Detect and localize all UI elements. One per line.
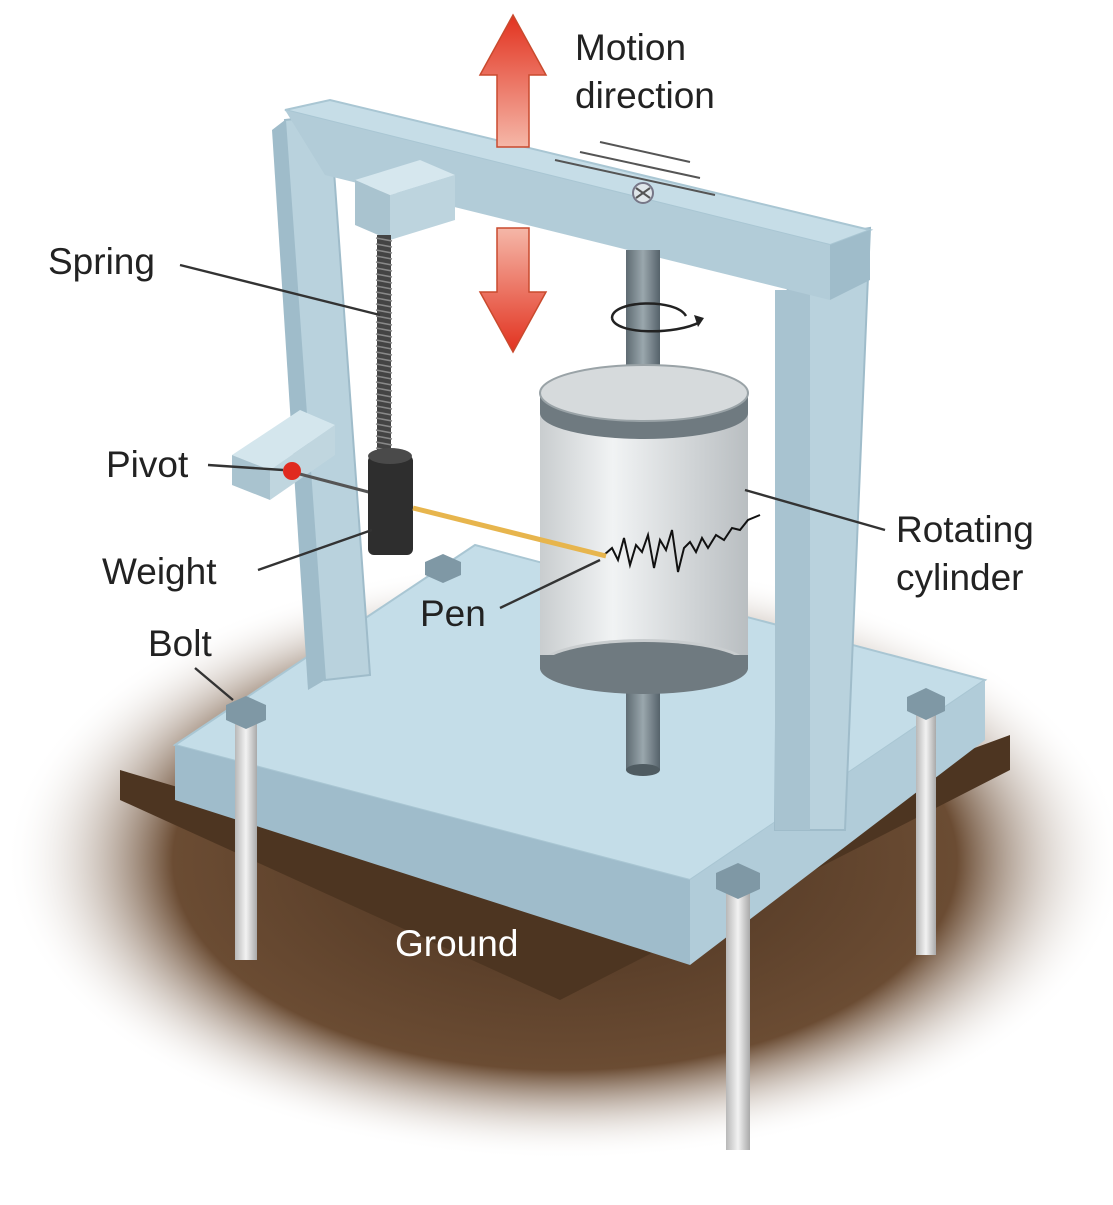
label-spring: Spring bbox=[48, 241, 155, 282]
bolt-front-left bbox=[226, 696, 266, 960]
leader-bolt bbox=[194, 667, 234, 701]
pen-arm bbox=[412, 505, 607, 559]
label-weight: Weight bbox=[102, 551, 217, 592]
beam-screw bbox=[632, 182, 654, 204]
label-rotating-cylinder-line2: cylinder bbox=[896, 557, 1024, 598]
pivot-point bbox=[283, 462, 301, 480]
leader-spring bbox=[179, 263, 381, 317]
leader-pivot bbox=[207, 463, 284, 472]
label-motion-direction-line1: Motion bbox=[575, 27, 687, 68]
frame-top-beam bbox=[284, 98, 874, 300]
motion-arrow-down-icon bbox=[478, 227, 548, 354]
label-pivot: Pivot bbox=[106, 444, 189, 485]
motion-arrow-up-icon bbox=[478, 13, 548, 148]
label-pen: Pen bbox=[420, 593, 486, 634]
weight bbox=[368, 448, 413, 555]
pivot-arm bbox=[291, 470, 381, 497]
label-bolt: Bolt bbox=[148, 623, 212, 664]
bolt-front-right bbox=[716, 863, 760, 1150]
leader-cylinder bbox=[744, 488, 886, 532]
bolt-back-right bbox=[907, 688, 945, 955]
rotating-cylinder bbox=[539, 364, 761, 694]
vibration-lines bbox=[554, 141, 716, 196]
label-rotating-cylinder-line1: Rotating bbox=[896, 509, 1034, 550]
rotation-arrow-icon bbox=[610, 302, 704, 333]
label-ground: Ground bbox=[395, 923, 519, 964]
spring-mount-block bbox=[355, 160, 455, 240]
leader-weight bbox=[257, 528, 373, 572]
bolt-back-left bbox=[425, 554, 461, 583]
spring bbox=[375, 235, 393, 460]
label-motion-direction-line2: direction bbox=[575, 75, 715, 116]
bolts bbox=[226, 554, 945, 1150]
frame-right-post bbox=[773, 226, 872, 831]
leader-lines bbox=[179, 263, 886, 701]
leader-pen bbox=[499, 558, 601, 610]
